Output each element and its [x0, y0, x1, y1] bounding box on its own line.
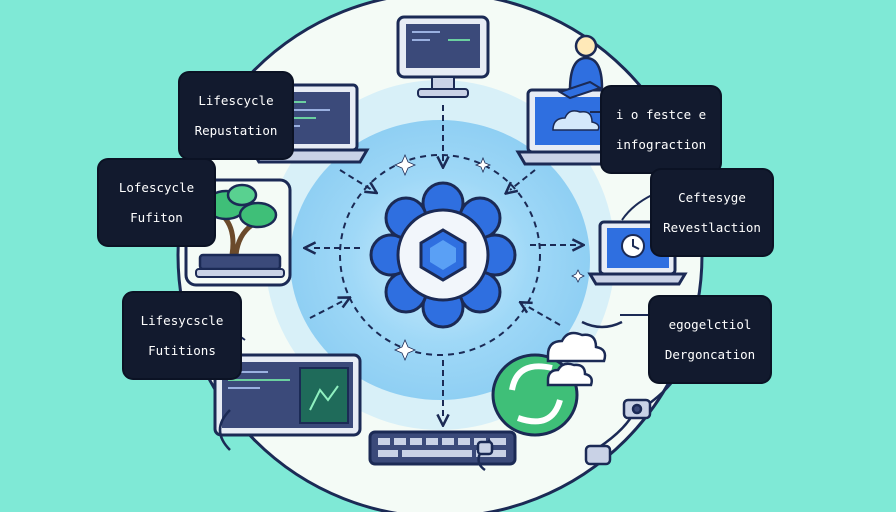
- arrow-bottom-left: [309, 300, 345, 319]
- flower-hub-icon: [369, 181, 517, 329]
- label-left-upper: Lofescycle Fufiton: [99, 160, 214, 245]
- cloud-sync-icon: [491, 331, 607, 437]
- code-window-icon: [213, 353, 362, 437]
- arrow-top-left: [339, 169, 372, 190]
- label-right-upper: Ceftesyge Revestlaction: [652, 170, 772, 255]
- label-top-right-line2: infograction: [615, 137, 707, 152]
- label-top-left-line1: Lifescycle: [198, 93, 274, 108]
- arrow-top-right: [510, 169, 536, 190]
- label-left-lower-line2: Futitions: [148, 343, 216, 358]
- label-right-lower-line1: egogelctiol: [668, 317, 752, 332]
- label-top-right: i o festce e infograction: [602, 87, 720, 172]
- flow-arrows: [310, 105, 578, 420]
- label-left-lower-line1: Lifesycscle: [140, 313, 224, 328]
- label-left-upper-line1: Lofescycle: [118, 180, 195, 195]
- label-right-upper-line1: Ceftesyge: [678, 190, 746, 205]
- label-top-right-line1: i o festce e: [615, 107, 707, 122]
- sparkles: [393, 153, 585, 362]
- dashed-orbit: [339, 154, 541, 356]
- arrow-bottom-right: [525, 305, 561, 326]
- person-icon: [557, 34, 604, 100]
- label-right-lower: egogelctiol Dergoncation: [650, 297, 770, 382]
- label-right-lower-line2: Dergoncation: [664, 347, 756, 362]
- monitor-icon: [396, 15, 490, 98]
- label-top-left: Lifescycle Repustation: [180, 73, 292, 158]
- label-left-lower: Lifesycscle Futitions: [124, 293, 240, 378]
- label-top-left-line2: Repustation: [194, 123, 278, 138]
- label-left-upper-line2: Fufiton: [130, 210, 183, 225]
- label-right-upper-line2: Revestlaction: [663, 220, 761, 235]
